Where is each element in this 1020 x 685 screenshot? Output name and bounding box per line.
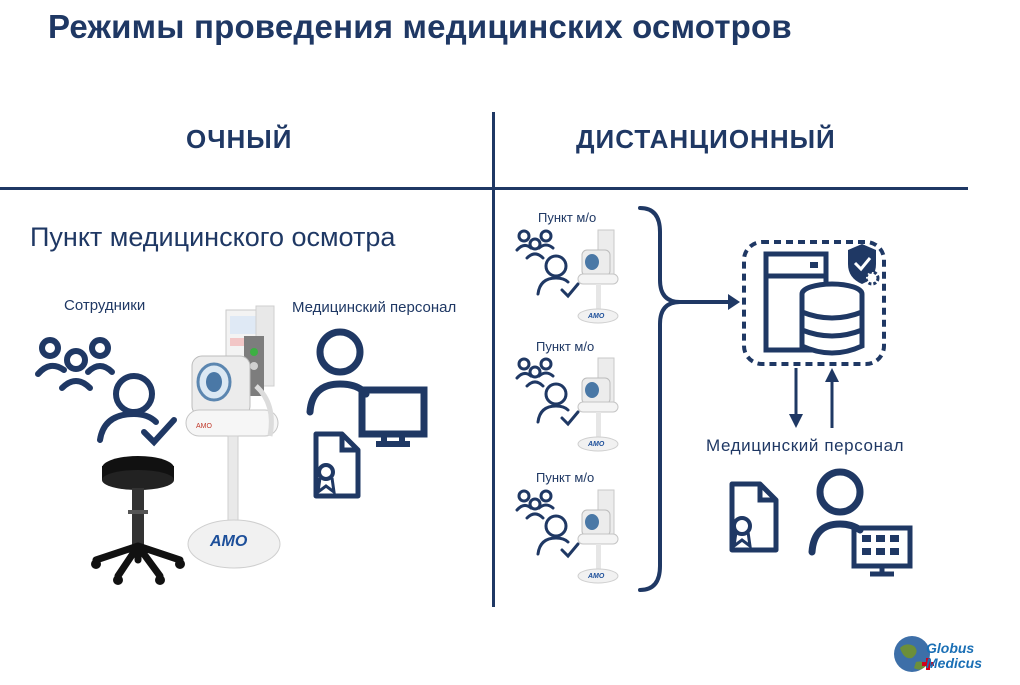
svg-text:АМО: АМО — [196, 423, 213, 430]
globus-medicus-logo-icon — [894, 636, 934, 672]
exam-point-label-2: Пункт м/о — [536, 339, 595, 354]
exam-point-label-3: Пункт м/о — [536, 470, 595, 485]
logo-line-2: Medicus — [926, 655, 983, 671]
svg-text:AMO: AMO — [209, 533, 248, 550]
logo-text: Globus Medicus — [926, 641, 982, 671]
medical-terminal-image: АМО AMO — [185, 305, 281, 569]
stool-icon — [91, 456, 185, 585]
employees-label: Сотрудники — [64, 297, 146, 314]
employees-group-icon — [35, 337, 177, 447]
svg-text:AMO: AMO — [587, 441, 605, 448]
data-exchange-arrows-icon — [789, 368, 839, 428]
grouping-brace — [638, 206, 740, 592]
server-database-icon — [742, 240, 886, 366]
heading-in-person: ОЧНЫЙ — [186, 124, 293, 154]
horizontal-divider — [0, 187, 968, 190]
heading-remote: ДИСТАНЦИОННЫЙ — [576, 124, 836, 154]
exam-point-label-1: Пункт м/о — [538, 210, 597, 225]
logo-line-1: Globus — [926, 640, 975, 656]
page-title: Режимы проведения медицинских осмотров — [48, 8, 792, 45]
exam-point-2-icon: AMO — [515, 357, 619, 452]
svg-text:AMO: AMO — [587, 313, 605, 320]
medical-staff-label-right: Медицинский персонал — [706, 436, 905, 455]
exam-point-3-icon: AMO — [515, 489, 619, 584]
vertical-divider — [492, 112, 495, 607]
svg-text:AMO: AMO — [587, 573, 605, 580]
medical-staff-label-left: Медицинский персонал — [292, 299, 457, 316]
exam-point-1-icon: AMO — [515, 229, 619, 324]
medical-staff-icon-left — [306, 328, 428, 499]
medical-staff-icon-right — [729, 468, 913, 577]
exam-point-title: Пункт медицинского осмотра — [30, 222, 396, 252]
